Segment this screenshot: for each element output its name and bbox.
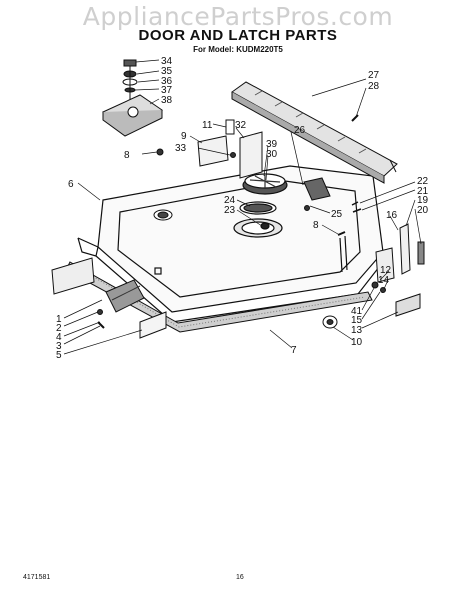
drain-fitting: [153, 209, 173, 221]
callout-9: 9: [181, 131, 187, 142]
leader-lines: [63, 59, 422, 355]
callout-39: 39: [266, 139, 278, 150]
callout-15: 15: [351, 315, 363, 326]
vent-louver: [231, 81, 398, 184]
lower-hinge-parts: [51, 257, 167, 339]
callout-7: 7: [291, 345, 297, 356]
page-title: DOOR AND LATCH PARTS: [138, 27, 338, 44]
callout-13: 13: [351, 325, 363, 336]
callout-8-right: 8: [313, 220, 319, 231]
callout-3: 3: [56, 341, 62, 352]
callout-35: 35: [161, 66, 173, 77]
callout-36: 36: [161, 76, 173, 87]
vent-screw: [351, 114, 359, 122]
callout-30: 30: [266, 149, 278, 160]
spray-hub-assembly: [233, 173, 288, 238]
callout-11: 11: [202, 120, 213, 131]
callout-4: 4: [56, 332, 62, 343]
callout-labels: 34 35 36 37 38 27 28 11 32 9 33 39 30 8 …: [56, 56, 429, 361]
callout-14: 14: [378, 275, 390, 286]
callout-26: 26: [294, 125, 306, 136]
callout-1: 1: [56, 314, 62, 325]
callout-28: 28: [368, 81, 380, 92]
watermark: AppliancePartsPros.com: [82, 2, 394, 31]
latch-assembly: [303, 177, 425, 329]
callout-25: 25: [331, 209, 343, 220]
callout-21: 21: [417, 186, 429, 197]
dispenser-motor-assembly: [102, 59, 163, 137]
callout-23: 23: [224, 205, 236, 216]
callout-33: 33: [175, 143, 187, 154]
callout-6: 6: [68, 179, 74, 190]
callout-38: 38: [161, 95, 173, 106]
callout-10: 10: [351, 337, 363, 348]
callout-20: 20: [417, 205, 429, 216]
callout-27: 27: [368, 70, 380, 81]
document-number: 4171581: [23, 574, 51, 581]
model-subtitle: For Model: KUDM220T5: [193, 45, 283, 54]
callout-19: 19: [417, 195, 429, 206]
callout-22: 22: [417, 176, 429, 187]
callout-24: 24: [224, 195, 236, 206]
callout-12: 12: [380, 265, 392, 276]
callout-16: 16: [386, 210, 398, 221]
callout-2: 2: [56, 323, 62, 334]
callout-41: 41: [351, 306, 363, 317]
callout-37: 37: [161, 85, 173, 96]
callout-8-left: 8: [124, 150, 130, 161]
callout-34: 34: [161, 56, 173, 67]
door-panel: [77, 165, 384, 323]
callout-5: 5: [56, 350, 62, 361]
callout-32: 32: [235, 120, 247, 131]
page-number: 16: [236, 574, 244, 581]
